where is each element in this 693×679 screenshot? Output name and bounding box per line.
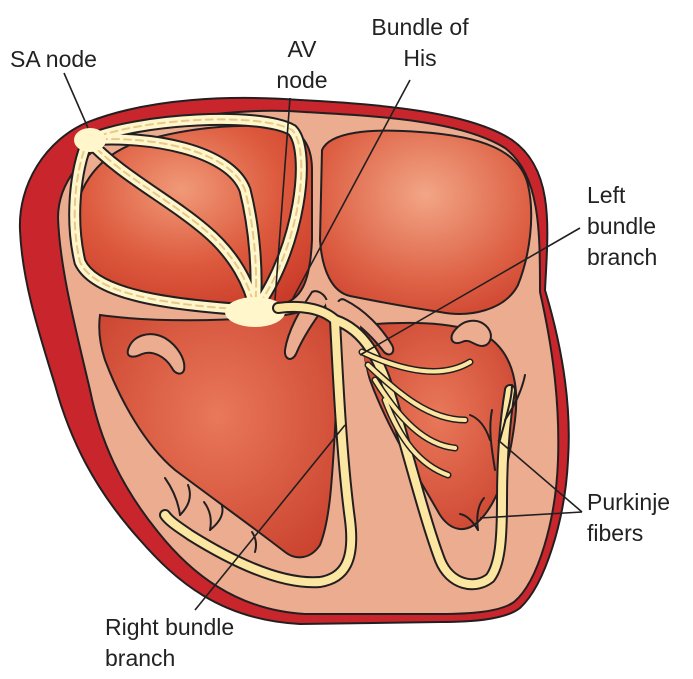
right-ventricle	[98, 298, 338, 559]
sa-node	[74, 128, 106, 152]
label-right-bundle-branch-line2: branch	[105, 645, 176, 671]
label-purkinje-fibers-line1: Purkinje	[587, 489, 671, 515]
leader-lines	[63, 72, 583, 611]
label-sa-node: SA node	[10, 44, 97, 75]
label-bundle-of-his-line1: Bundle of	[371, 14, 469, 40]
label-av-node-line1: AV	[287, 36, 317, 62]
label-av-node-line2: node	[276, 67, 328, 93]
label-purkinje-fibers-line2: fibers	[587, 520, 644, 546]
label-bundle-of-his-line2: His	[403, 45, 437, 71]
label-right-bundle-branch: Right bundle branch	[105, 612, 234, 674]
label-left-bundle-branch-line1: Left	[587, 182, 626, 208]
label-left-bundle-branch-line3: branch	[587, 244, 658, 270]
purkinje-fibers	[164, 374, 526, 553]
label-sa-node-line1: SA node	[10, 46, 97, 72]
label-purkinje-fibers: Purkinje fibers	[587, 487, 670, 549]
left-bundle-fan	[358, 348, 474, 479]
label-right-bundle-branch-line1: Right bundle	[105, 614, 235, 640]
aortic-valve-flap	[450, 319, 492, 348]
internodal-pathways	[68, 112, 308, 317]
av-node	[225, 297, 285, 327]
label-av-node: AV node	[262, 34, 342, 96]
tricuspid-valve-flap	[126, 333, 186, 375]
label-left-bundle-branch: Left bundle branch	[587, 180, 657, 273]
label-bundle-of-his: Bundle of His	[355, 12, 485, 74]
label-left-bundle-branch-line2: bundle	[587, 213, 657, 239]
left-atrium	[318, 129, 533, 315]
